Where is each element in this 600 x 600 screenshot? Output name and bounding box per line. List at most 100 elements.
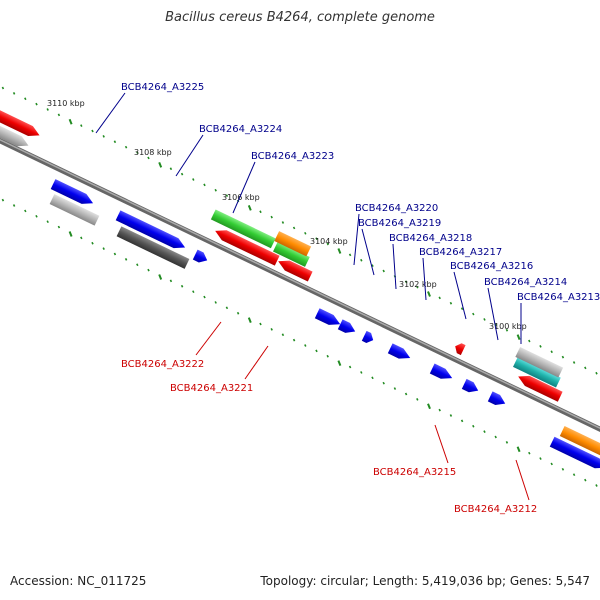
- tick-mark: [113, 252, 117, 256]
- tick-mark: [136, 263, 139, 267]
- label-leader-line: [392, 243, 397, 290]
- tick-mark: [438, 408, 441, 412]
- tick-mark: [326, 242, 329, 246]
- tick-mark: [46, 108, 49, 111]
- gene-label[interactable]: BCB4264_A3224: [199, 124, 282, 135]
- tick-mark: [281, 333, 285, 337]
- tick-mark: [158, 274, 163, 280]
- tick-label: 3108 kbp: [134, 148, 172, 157]
- tick-mark: [371, 264, 374, 267]
- tick-mark: [136, 151, 139, 154]
- tick-mark: [572, 361, 576, 364]
- tick-mark: [404, 280, 408, 284]
- tick-mark: [225, 194, 229, 197]
- tick-mark: [1, 198, 5, 202]
- genome-backbone: [0, 138, 600, 432]
- tick-mark: [12, 91, 16, 95]
- gene-feature[interactable]: [513, 356, 561, 388]
- gene-feature[interactable]: [516, 372, 563, 402]
- tick-mark: [270, 327, 273, 331]
- gene-label[interactable]: BCB4264_A3219: [358, 218, 441, 229]
- tick-mark: [113, 140, 117, 144]
- gene-feature[interactable]: [274, 231, 312, 257]
- gene-label[interactable]: BCB4264_A3222: [121, 359, 204, 370]
- gene-label[interactable]: BCB4264_A3218: [389, 233, 472, 244]
- gene-feature[interactable]: [515, 346, 564, 378]
- gene-feature[interactable]: [461, 378, 481, 396]
- tick-mark: [35, 102, 38, 106]
- tick-mark: [483, 430, 486, 433]
- gene-feature[interactable]: [387, 343, 413, 363]
- tick-mark: [326, 354, 329, 358]
- tick-mark: [147, 156, 150, 160]
- tick-mark: [483, 318, 486, 321]
- tick-mark: [180, 284, 184, 288]
- gene-label[interactable]: BCB4264_A3223: [251, 151, 334, 162]
- tick-mark: [57, 225, 61, 229]
- gene-feature[interactable]: [192, 249, 210, 266]
- accession-text: Accession: NC_011725: [10, 574, 147, 588]
- tick-mark: [584, 478, 587, 482]
- label-leader-line: [232, 161, 256, 214]
- tick-mark: [102, 247, 105, 250]
- tick-mark: [505, 441, 509, 444]
- gene-label[interactable]: BCB4264_A3215: [373, 467, 456, 478]
- gene-label[interactable]: BCB4264_A3221: [170, 383, 253, 394]
- tick-mark: [528, 451, 531, 455]
- gene-feature[interactable]: [50, 179, 96, 208]
- gene-label[interactable]: BCB4264_A3213: [517, 292, 600, 303]
- tick-mark: [203, 295, 206, 299]
- tick-label: 3100 kbp: [489, 322, 527, 331]
- genome-stats-text: Topology: circular; Length: 5,419,036 bp…: [260, 574, 590, 588]
- gene-feature[interactable]: [453, 341, 466, 356]
- gene-label[interactable]: BCB4264_A3212: [454, 504, 537, 515]
- tick-mark: [382, 269, 385, 273]
- gene-label[interactable]: BCB4264_A3225: [121, 82, 204, 93]
- tick-mark: [516, 446, 521, 453]
- gene-label[interactable]: BCB4264_A3217: [419, 247, 502, 258]
- tick-mark: [315, 349, 318, 353]
- gene-feature[interactable]: [0, 119, 31, 151]
- gene-feature[interactable]: [273, 241, 310, 267]
- gene-feature[interactable]: [210, 209, 276, 249]
- tick-mark: [259, 210, 262, 214]
- tick-mark: [281, 221, 285, 224]
- gene-feature[interactable]: [116, 226, 190, 269]
- label-leader-line: [353, 213, 360, 266]
- gene-feature[interactable]: [0, 106, 42, 140]
- gene-label[interactable]: BCB4264_A3214: [484, 277, 567, 288]
- tick-label: 3102 kbp: [399, 280, 437, 289]
- tick-mark: [337, 360, 342, 367]
- label-leader-line: [361, 228, 375, 276]
- tick-mark: [315, 237, 318, 241]
- gene-feature[interactable]: [213, 226, 280, 266]
- tick-mark: [427, 291, 431, 297]
- gene-feature[interactable]: [276, 256, 313, 282]
- gene-feature[interactable]: [361, 330, 376, 345]
- genome-backbone-highlight: [0, 138, 600, 430]
- tick-mark: [438, 296, 441, 300]
- tick-mark: [236, 311, 240, 315]
- gene-label[interactable]: BCB4264_A3216: [450, 261, 533, 272]
- tick-label: 3104 kbp: [310, 237, 348, 246]
- tick-mark: [505, 328, 509, 332]
- tick-mark: [292, 226, 296, 230]
- tick-mark: [595, 484, 598, 487]
- gene-feature[interactable]: [115, 210, 188, 252]
- gene-feature[interactable]: [49, 194, 100, 226]
- gene-feature[interactable]: [549, 436, 600, 473]
- tick-mark: [539, 344, 542, 348]
- gene-feature[interactable]: [429, 363, 455, 384]
- tick-mark: [214, 188, 217, 192]
- tick-mark: [46, 220, 49, 224]
- gene-feature[interactable]: [487, 391, 508, 408]
- gene-feature[interactable]: [314, 308, 343, 329]
- tick-mark: [192, 290, 195, 294]
- gene-feature[interactable]: [559, 426, 600, 460]
- tick-mark: [259, 322, 262, 326]
- gene-feature[interactable]: [337, 319, 358, 336]
- gene-label[interactable]: BCB4264_A3220: [355, 203, 438, 214]
- label-leader-line: [422, 257, 427, 301]
